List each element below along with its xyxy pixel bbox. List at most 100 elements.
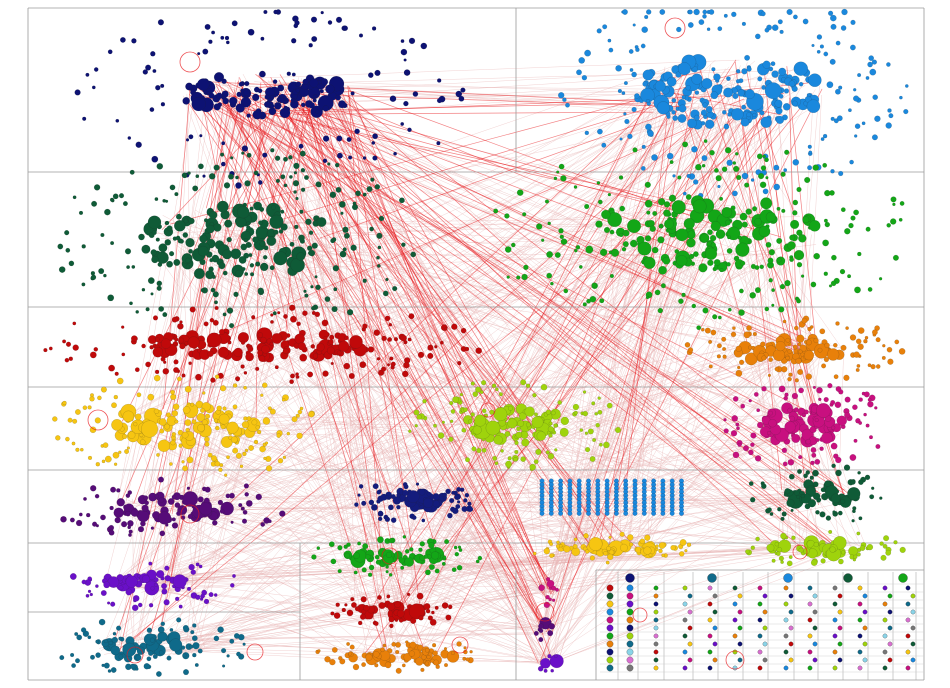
node xyxy=(862,641,868,647)
node xyxy=(343,544,348,549)
node xyxy=(745,549,750,554)
node xyxy=(442,555,447,560)
node xyxy=(687,22,694,28)
node xyxy=(222,664,226,668)
node xyxy=(504,213,510,219)
node xyxy=(687,593,693,599)
node xyxy=(615,65,622,72)
node xyxy=(68,356,73,361)
node xyxy=(626,624,634,632)
node xyxy=(381,366,387,372)
edge xyxy=(295,260,542,594)
node xyxy=(62,339,67,344)
node xyxy=(707,585,713,591)
node xyxy=(686,542,692,547)
node xyxy=(297,342,306,351)
highlight-edge xyxy=(278,79,547,584)
node xyxy=(840,207,846,213)
node xyxy=(642,81,648,87)
node xyxy=(280,209,285,214)
node xyxy=(208,39,213,44)
edge xyxy=(762,213,776,422)
node xyxy=(837,641,843,647)
node xyxy=(395,649,400,655)
node xyxy=(644,235,652,242)
node xyxy=(554,448,558,452)
node xyxy=(788,473,795,480)
node xyxy=(670,545,676,551)
node xyxy=(85,593,90,598)
node xyxy=(149,107,155,112)
node xyxy=(427,344,434,351)
node xyxy=(177,323,184,330)
node xyxy=(614,511,619,516)
self-loop xyxy=(451,636,469,654)
node xyxy=(360,596,367,603)
node xyxy=(359,361,367,369)
node xyxy=(606,600,614,608)
node xyxy=(116,498,125,507)
node xyxy=(184,419,192,426)
node xyxy=(164,239,172,246)
node xyxy=(374,69,381,76)
node xyxy=(227,340,232,345)
edge xyxy=(359,553,606,659)
node xyxy=(855,338,862,345)
node xyxy=(719,268,724,273)
node xyxy=(837,657,843,663)
node xyxy=(619,137,623,141)
node xyxy=(547,221,551,226)
node xyxy=(493,435,503,445)
node xyxy=(869,435,873,440)
node xyxy=(299,150,306,157)
node xyxy=(850,44,856,51)
node xyxy=(217,499,224,506)
node xyxy=(377,510,384,516)
node xyxy=(213,418,219,423)
node xyxy=(621,91,626,95)
node xyxy=(533,630,539,636)
node xyxy=(182,232,189,238)
highlight-edge xyxy=(301,107,551,635)
node xyxy=(152,315,159,321)
node xyxy=(125,588,133,596)
node xyxy=(446,650,460,663)
node xyxy=(223,182,231,189)
node xyxy=(208,173,216,180)
node xyxy=(784,392,789,397)
node xyxy=(107,294,115,302)
node xyxy=(359,613,366,620)
node xyxy=(454,494,460,500)
node xyxy=(521,438,530,447)
node xyxy=(256,429,262,435)
node xyxy=(386,594,391,599)
node xyxy=(582,390,587,394)
node xyxy=(382,290,389,297)
node xyxy=(634,93,640,99)
node xyxy=(514,449,519,455)
node xyxy=(289,175,293,179)
node xyxy=(553,176,558,181)
highlight-edge xyxy=(266,104,660,225)
node xyxy=(494,461,499,466)
highlight-edge xyxy=(255,81,317,346)
node xyxy=(249,263,255,268)
node xyxy=(125,510,131,517)
node xyxy=(291,72,296,77)
node xyxy=(145,361,151,368)
node xyxy=(828,284,833,288)
node xyxy=(350,597,355,602)
node xyxy=(713,73,721,81)
node xyxy=(725,219,731,226)
node xyxy=(858,397,863,402)
node xyxy=(704,247,718,260)
node xyxy=(785,355,790,361)
node xyxy=(540,383,548,391)
node xyxy=(798,387,804,394)
node xyxy=(558,228,564,234)
node xyxy=(599,248,608,257)
node xyxy=(322,105,329,112)
node xyxy=(220,385,227,392)
node xyxy=(265,465,273,472)
node xyxy=(862,625,868,631)
